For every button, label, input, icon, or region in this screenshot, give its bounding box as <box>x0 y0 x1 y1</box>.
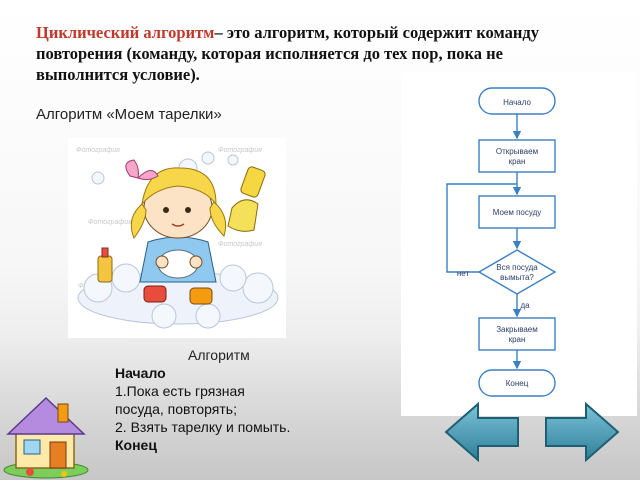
girl-washing-dishes-illustration: Фотография Фотография Фотография Фотогра… <box>68 138 286 338</box>
algorithm-steps: Начало 1.Пока есть грязная посуда, повто… <box>115 364 290 454</box>
flow-close-tap-box <box>478 317 556 351</box>
algorithm-step-1-line-2: посуда, повторять; <box>115 401 237 417</box>
definition-text: Циклический алгоритм– это алгоритм, кото… <box>36 22 596 85</box>
flow-start-label: Начало <box>503 98 531 107</box>
flow-open-tap-box <box>478 139 556 173</box>
home-button[interactable] <box>0 388 92 480</box>
definition-term: Циклический алгоритм <box>36 23 215 42</box>
cups <box>143 285 213 305</box>
definition-line-2: повторения (команду, которая исполняется… <box>36 44 503 63</box>
definition-line-1: – это алгоритм, который содержит команду <box>214 23 539 42</box>
flowchart-svg: Начало Открываем кран Моем посуду Вся по… <box>446 87 557 397</box>
definition-line-3: выполнится условие). <box>36 65 200 84</box>
girl-figure <box>125 159 227 283</box>
watermark-text-3: Фотография <box>88 219 132 226</box>
flow-condition-label-1: Вся посуда <box>496 263 538 272</box>
example-subtitle: Алгоритм «Моем тарелки» <box>36 106 222 123</box>
watermark-text-2: Фотография <box>218 147 262 154</box>
flow-wash-box <box>478 195 556 229</box>
watermark-text-4: Фотография <box>218 241 262 248</box>
prev-slide-button[interactable] <box>442 400 522 464</box>
right-arrow-icon <box>545 401 620 463</box>
flow-no-label: нет <box>457 269 470 278</box>
algorithm-caption: Алгоритм <box>188 347 250 363</box>
left-arrow-icon <box>444 401 519 463</box>
flowchart-panel: Начало Открываем кран Моем посуду Вся по… <box>401 72 637 416</box>
algorithm-end: Конец <box>115 437 157 453</box>
flow-end-terminator <box>478 369 556 397</box>
flow-open-tap-label-1: Открываем <box>496 147 538 156</box>
watermark-text-1: Фотография <box>76 147 120 154</box>
illustration-svg: Фотография Фотография Фотография Фотогра… <box>76 147 279 329</box>
next-slide-button[interactable] <box>542 400 622 464</box>
flow-loop-arrow <box>446 183 517 273</box>
flow-close-tap-label-2: кран <box>509 335 526 344</box>
flow-end-label: Конец <box>506 379 529 388</box>
house-icon <box>3 396 89 479</box>
bottle-right <box>227 166 266 232</box>
flow-yes-label: да <box>520 301 530 310</box>
bottle-left <box>97 247 113 283</box>
flow-open-tap-label-2: кран <box>509 157 526 166</box>
flow-wash-label: Моем посуду <box>493 208 542 217</box>
flow-close-tap-label-1: Закрываем <box>496 325 538 334</box>
flow-condition-label-2: вымыта? <box>500 273 534 282</box>
algorithm-start: Начало <box>115 365 166 381</box>
flow-condition-diamond <box>477 249 557 295</box>
algorithm-step-2: 2. Взять тарелку и помыть. <box>115 419 291 435</box>
algorithm-step-1-line-1: 1.Пока есть грязная <box>115 383 245 399</box>
